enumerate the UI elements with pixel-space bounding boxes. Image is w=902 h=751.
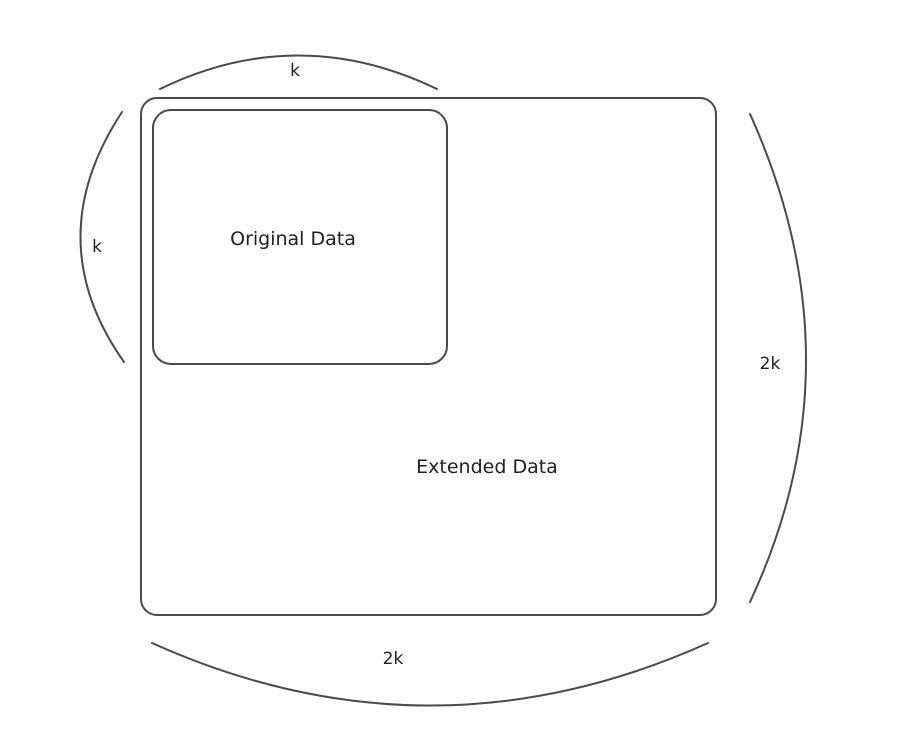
top-dimension-label: k [290,61,300,81]
original-data-label: Original Data [230,228,356,250]
right-dimension-label: 2k [760,354,781,374]
top-dimension-brace [159,54,438,90]
extended-data-box [140,97,717,616]
extended-data-label: Extended Data [416,456,558,478]
original-data-box [152,109,448,365]
right-dimension-brace [749,113,807,603]
bottom-dimension-brace [151,642,709,707]
bottom-dimension-label: 2k [383,649,404,669]
left-dimension-label: k [92,237,102,257]
left-dimension-brace [79,111,125,363]
